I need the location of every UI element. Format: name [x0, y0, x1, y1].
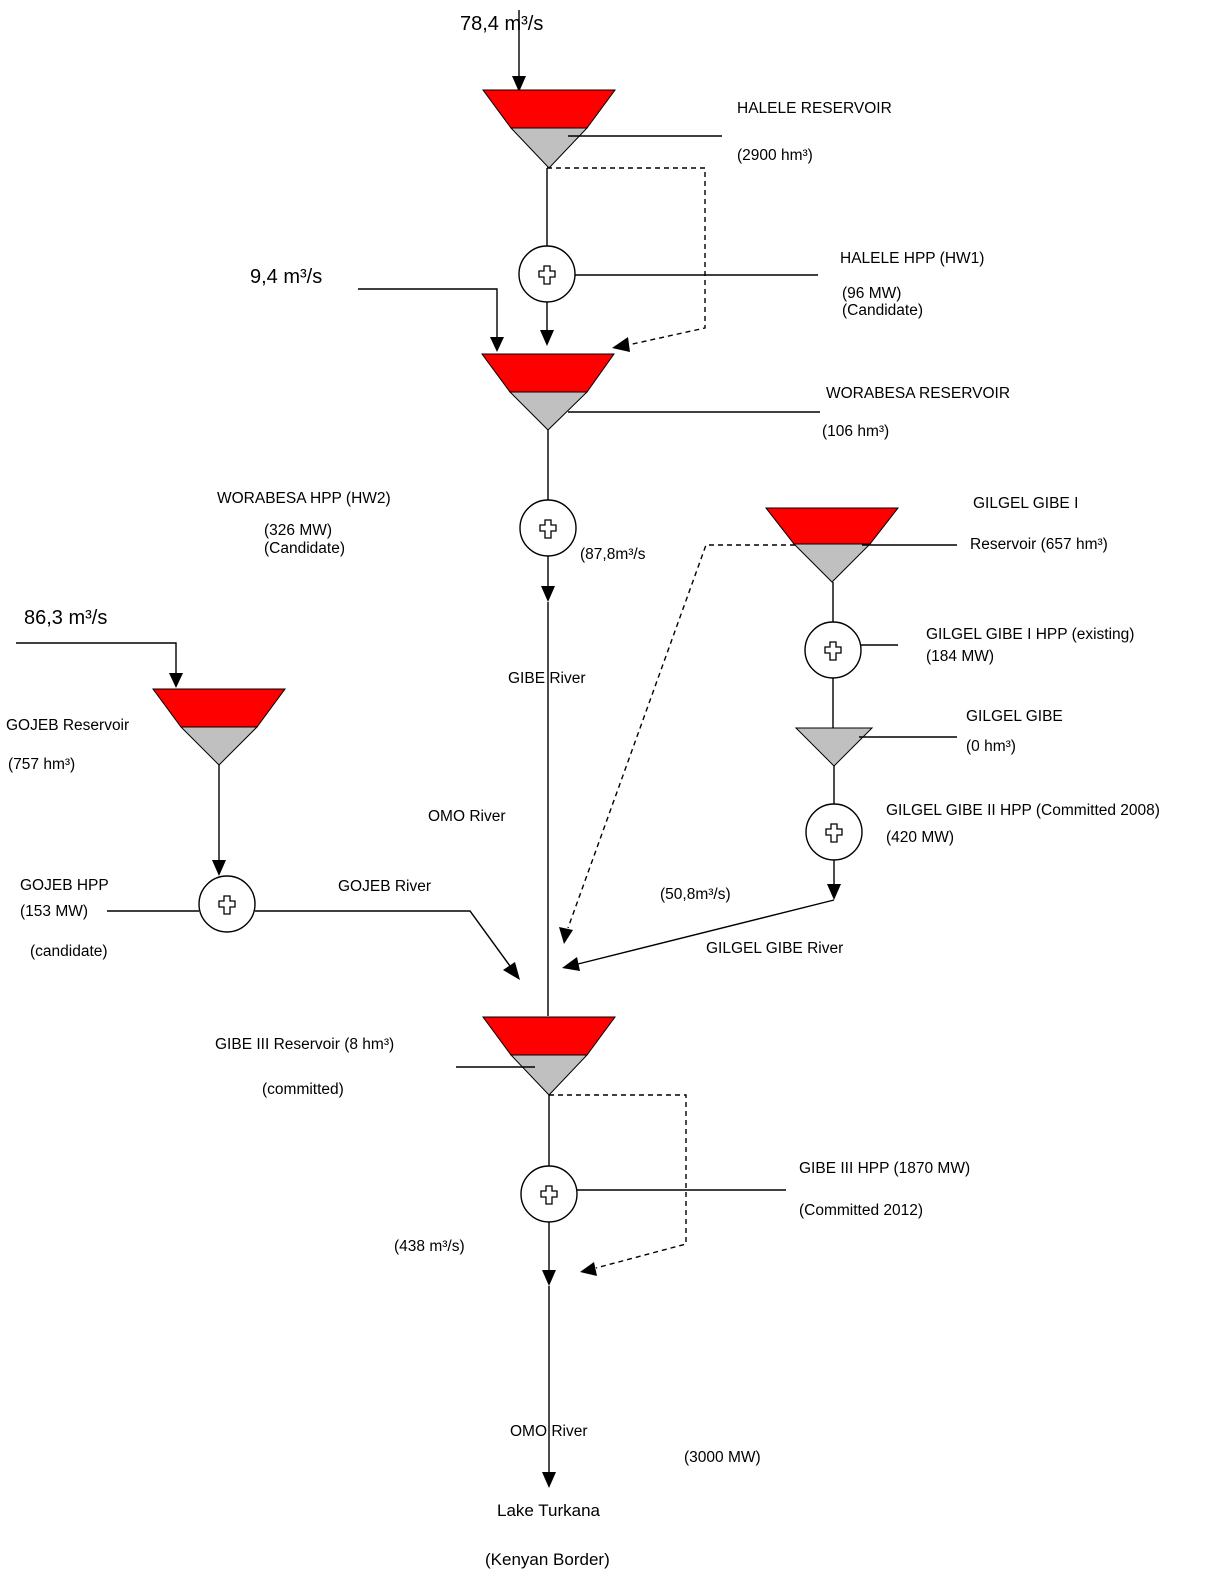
worabesa-inflow-label: 9,4 m³/s	[250, 266, 322, 288]
gibe-3-reservoir-name: GIBE III Reservoir (8 hm³)	[215, 1036, 394, 1053]
halele-spillway-dashed	[547, 167, 706, 352]
halele-hpp-capacity: (96 MW)	[842, 285, 901, 302]
gilgel-gibe-2-outflow-arrow	[827, 860, 841, 900]
gojeb-hpp-name: GOJEB HPP	[20, 877, 109, 894]
gilgel-gibe-2-hpp-symbol	[805, 803, 863, 861]
worabesa-outflow-label: (87,8m³/s	[580, 546, 646, 563]
gibe-3-reservoir-symbol	[482, 1016, 616, 1096]
gilgel-gibe-2-hpp-name: GILGEL GIBE II HPP (Committed 2008)	[886, 802, 1160, 819]
gilgel-gibe-2-reservoir-volume: (0 hm³)	[966, 738, 1016, 755]
gojeb-reservoir-volume: (757 hm³)	[8, 756, 75, 773]
halele-inflow-label: 78,4 m³/s	[460, 13, 543, 35]
gojeb-hpp-status: (candidate)	[30, 943, 108, 960]
gojeb-reservoir-symbol	[152, 688, 286, 766]
gibe-3-outflow-arrow	[542, 1222, 556, 1286]
gilgel-gibe-2-hpp-capacity: (420 MW)	[886, 829, 954, 846]
halele-hpp-symbol	[518, 245, 576, 303]
gilgel-gibe-river-arrow	[562, 899, 835, 971]
total-capacity-label: (3000 MW)	[684, 1449, 761, 1466]
omo-lower-river-arrow	[542, 1286, 556, 1488]
gojeb-penstock-arrow	[212, 765, 226, 876]
outlet-name: Lake Turkana	[497, 1501, 601, 1520]
gojeb-reservoir-name: GOJEB Reservoir	[6, 717, 129, 734]
gibe-3-outflow-label: (438 m³/s)	[394, 1238, 465, 1255]
gojeb-hpp-symbol	[198, 875, 256, 933]
gilgel-gibe-1-spillway-dashed	[559, 544, 795, 944]
gilgel-gibe-2-reservoir-name: GILGEL GIBE	[966, 708, 1063, 725]
worabesa-reservoir-name: WORABESA RESERVOIR	[826, 385, 1010, 402]
gibe-3-hpp-name: GIBE III HPP (1870 MW)	[799, 1160, 970, 1177]
gilgel-gibe-1-reservoir-name: GILGEL GIBE I	[973, 495, 1078, 512]
gibe-3-reservoir-status: (committed)	[262, 1081, 344, 1098]
gibe-river-label: GIBE River	[508, 670, 586, 687]
gibe-3-hpp-status: (Committed 2012)	[799, 1202, 923, 1219]
gilgel-gibe-1-hpp-symbol	[804, 621, 862, 679]
omo-river-upper-label: OMO River	[428, 808, 506, 825]
worabesa-hpp-status: (Candidate)	[264, 540, 345, 557]
halele-hpp-status: (Candidate)	[842, 302, 923, 319]
halele-reservoir-name: HALELE RESERVOIR	[737, 100, 892, 117]
gilgel-gibe-1-hpp-capacity: (184 MW)	[926, 648, 994, 665]
halele-reservoir-symbol	[482, 89, 616, 169]
worabesa-hpp-symbol	[519, 499, 577, 557]
gilgel-gibe-1-reservoir-symbol	[764, 507, 900, 583]
gojeb-river-arrow	[255, 910, 520, 980]
halele-hpp-name: HALELE HPP (HW1)	[840, 250, 984, 267]
halele-reservoir-volume: (2900 hm³)	[737, 147, 813, 164]
worabesa-reservoir-symbol	[481, 353, 615, 431]
gojeb-inflow-label: 86,3 m³/s	[24, 607, 107, 629]
worabesa-hpp-capacity: (326 MW)	[264, 522, 332, 539]
worabesa-reservoir-volume: (106 hm³)	[822, 423, 889, 440]
worabesa-outflow-arrow	[541, 556, 555, 602]
halele-inflow-arrow	[512, 10, 526, 92]
gojeb-hpp-capacity: (153 MW)	[20, 903, 88, 920]
outlet-note: (Kenyan Border)	[485, 1550, 610, 1569]
gilgel-gibe-1-reservoir-volume: Reservoir (657 hm³)	[970, 536, 1108, 553]
gibe-3-spillway-dashed	[549, 1094, 687, 1276]
gojeb-river-label: GOJEB River	[338, 878, 431, 895]
gibe-3-hpp-symbol	[520, 1165, 578, 1223]
gojeb-inflow-arrow	[16, 642, 183, 688]
worabesa-hpp-name: WORABESA HPP (HW2)	[217, 490, 391, 507]
halele-outflow-arrow	[540, 302, 554, 346]
omo-river-lower-label: OMO River	[510, 1423, 588, 1440]
gilgel-gibe-1-hpp-name: GILGEL GIBE I HPP (existing)	[926, 626, 1134, 643]
gilgel-gibe-2-reservoir-symbol	[794, 727, 874, 767]
worabesa-inflow-arrow	[358, 288, 504, 352]
gilgel-gibe-2-outflow-label: (50,8m³/s)	[660, 886, 731, 903]
gilgel-gibe-river-label: GILGEL GIBE River	[706, 940, 843, 957]
